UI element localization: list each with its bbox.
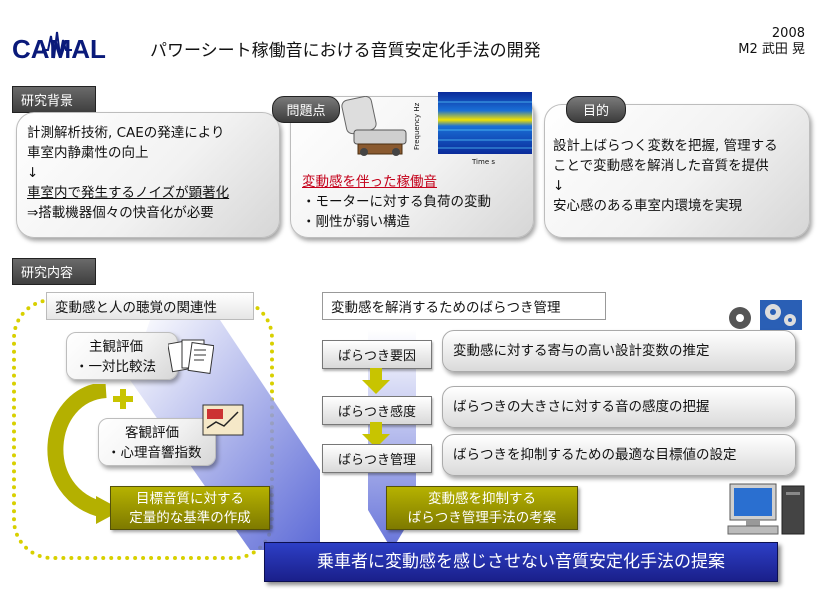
objective-eval-box: 客観評価 ・心理音響指数 <box>98 418 216 466</box>
year-author: 2008 M2 武田 晃 <box>705 26 805 58</box>
purpose-line: ↓ <box>553 178 565 194</box>
right-result-line: 変動感を抑制する <box>428 491 536 507</box>
step-label-factor: ばらつき要因 <box>322 340 432 369</box>
spectrogram-plot: Frequency Hz Time s <box>413 92 532 166</box>
problem-heading: 変動感を伴った稼働音 <box>302 174 437 190</box>
right-result-line: ばらつき管理手法の考案 <box>407 510 557 526</box>
left-section-title: 変動感と人の聴覚の関連性 <box>46 292 254 320</box>
background-box: 計測解析技術, CAEの発達により 車室内静粛性の向上 ↓ 車室内で発生するノイ… <box>16 112 280 238</box>
power-seat-icon <box>341 96 407 156</box>
computer-icon <box>727 483 805 535</box>
section-tag-background: 研究背景 <box>12 86 96 113</box>
background-line: ↓ <box>27 165 39 181</box>
background-line: 計測解析技術, CAEの発達により <box>27 125 225 141</box>
objective-title: 客観評価 <box>125 425 179 441</box>
plus-icon <box>113 389 133 409</box>
right-result-box: 変動感を抑制する ばらつき管理手法の考案 <box>386 486 578 530</box>
purpose-line: 設計上ばらつく変数を把握, 管理する <box>553 138 778 154</box>
step-label-sensitivity: ばらつき感度 <box>322 396 432 425</box>
background-line: ⇒搭載機器個々の快音化が必要 <box>27 205 214 221</box>
down-arrow-icon <box>362 422 390 448</box>
conclusion-banner: 乗車者に変動感を感じさせない音質安定化手法の提案 <box>264 542 778 582</box>
curved-arrow-icon <box>47 384 122 524</box>
left-result-line: 定量的な基準の作成 <box>129 510 251 526</box>
objective-item: ・心理音響指数 <box>107 445 202 461</box>
author: M2 武田 晃 <box>738 42 805 57</box>
section-tag-content: 研究内容 <box>12 258 96 285</box>
papers-icon <box>168 339 214 374</box>
problem-text: 変動感を伴った稼働音 ・モーターに対する負荷の変動 ・剛性が弱い構造 <box>302 172 532 232</box>
page-title: パワーシート稼働音における音質安定化手法の開発 <box>150 41 541 61</box>
left-result-box: 目標音質に対する 定量的な基準の作成 <box>110 486 270 530</box>
background-line: 車室内静粛性の向上 <box>27 145 149 161</box>
spectrogram-xlabel: Time s <box>471 158 495 166</box>
left-result-line: 目標音質に対する <box>136 491 244 507</box>
problem-item: ・剛性が弱い構造 <box>302 214 410 230</box>
subjective-title: 主観評価 <box>89 339 143 355</box>
subjective-item: ・一対比較法 <box>75 359 156 375</box>
spectrogram-ylabel: Frequency Hz <box>413 102 421 150</box>
right-section-title: 変動感を解消するためのばらつき管理 <box>322 292 606 320</box>
purpose-box <box>544 104 810 238</box>
purpose-text: 設計上ばらつく変数を把握, 管理する ことで変動感を解消した音質を提供 ↓ 安心… <box>553 136 809 216</box>
purpose-line: 安心感のある車室内環境を実現 <box>553 198 742 214</box>
step-desc-factor: 変動感に対する寄与の高い設計変数の推定 <box>442 330 796 372</box>
gears-icon <box>729 300 802 330</box>
step-label-management: ばらつき管理 <box>322 444 432 473</box>
problem-tag: 問題点 <box>272 96 340 123</box>
purpose-tag: 目的 <box>566 96 626 123</box>
background-line: 車室内で発生するノイズが顕著化 <box>27 185 230 201</box>
background-text: 計測解析技術, CAEの発達により 車室内静粛性の向上 ↓ 車室内で発生するノイ… <box>27 123 277 223</box>
chart-card-icon <box>202 404 244 436</box>
problem-item: ・モーターに対する負荷の変動 <box>302 194 491 210</box>
camal-logo: CAMAL <box>12 31 106 64</box>
step-desc-sensitivity: ばらつきの大きさに対する音の感度の把握 <box>442 386 796 428</box>
down-arrow-icon <box>362 368 390 394</box>
purpose-line: ことで変動感を解消した音質を提供 <box>553 158 769 174</box>
year: 2008 <box>771 26 805 41</box>
subjective-eval-box: 主観評価 ・一対比較法 <box>66 332 178 380</box>
step-desc-management: ばらつきを抑制するための最適な目標値の設定 <box>442 434 796 476</box>
